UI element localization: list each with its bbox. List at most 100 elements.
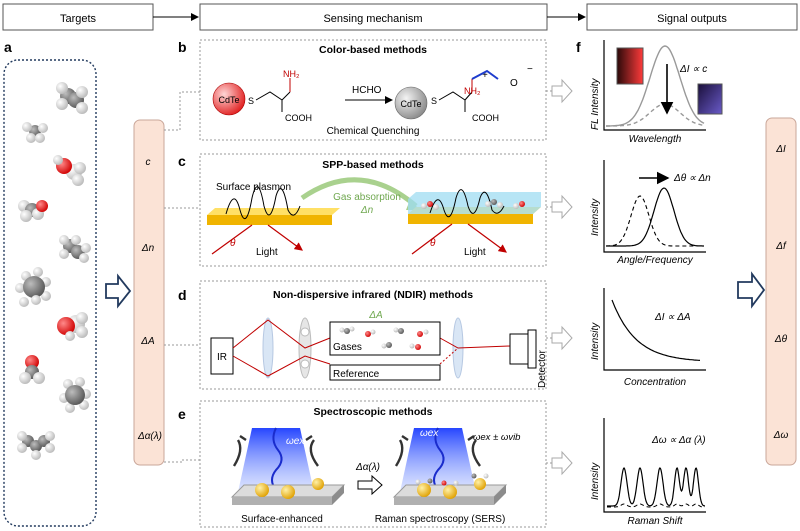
panel-b-box [199,39,547,141]
panel-to-graph-arrows [551,78,573,476]
header-targets: Targets [60,13,97,25]
cdte-quantum-dot-grey [394,86,428,120]
variable-delta-a: ΔA [140,336,155,347]
graph-axes [603,40,706,513]
output-delta-f: Δf [775,241,787,252]
fl-photo-bright [616,47,644,85]
bond-left [255,91,283,112]
spp-annotation: Δθ ∝ Δn [673,173,711,184]
raman-spectrum-enhanced [607,467,705,507]
light-label-left: Light [256,247,278,258]
target-molecules [15,82,91,460]
molecule-methane [22,122,48,143]
laser-wave-right [433,427,445,491]
gas-delta-n: Δn [360,205,374,216]
fl-xlabel: Wavelength [629,134,682,145]
substrate-left-side [332,485,344,505]
reflected-light-right [467,223,507,253]
sers-caption-left: Surface-enhanced [241,514,323,525]
gold-film-right [408,214,533,224]
panel-c-title: SPP-based methods [322,159,424,171]
molecule-benzene [15,267,51,307]
header-outputs-box [586,3,798,31]
gas-cell-molecules [339,326,429,350]
laser-beam-right [400,428,476,492]
oxygen-label: O [510,78,518,89]
spp-curve-after [606,187,704,247]
detector-box [509,333,529,365]
spp-xlabel: Angle/Frequency [616,255,694,266]
ndir-decay-curve [611,299,701,361]
panel-connectors-left [164,91,200,463]
reflected-light-left [267,224,303,251]
substrate-right-side [494,485,506,505]
omega-ex-vib-label: ωex ± ωvib [473,432,520,443]
formaldehyde-bond [471,69,499,80]
arrow-delta-alpha [357,474,383,496]
light-label-right: Light [464,247,486,258]
cdte-quantum-dot-red [212,82,246,116]
fl-annotation: ΔI ∝ c [679,64,707,75]
header-targets-box [2,3,154,31]
arrow-graphs-to-outputs [737,271,766,309]
molecule-toluene [59,377,91,413]
output-variables-box [765,117,797,466]
panel-d-title: Non-dispersive infrared (NDIR) methods [273,289,473,301]
panel-b-title: Color-based methods [319,44,427,56]
fl-ylabel: FL Intensity [590,77,601,130]
qd-label-left: CdTe [218,95,239,105]
cooh-left: COOH [285,113,312,123]
incident-light-left [211,224,253,255]
omega-ex-label-right: ωex [420,428,439,439]
raman-xlabel: Raman Shift [627,516,683,527]
laser-beam-left [238,428,314,492]
incident-light-right [411,223,453,255]
fl-curve-before [606,45,705,127]
adsorbed-molecules [421,199,525,210]
ndir-xlabel: Concentration [624,377,687,388]
plasmon-wave-left [225,186,301,220]
sulfur-right: S [431,96,437,106]
variable-delta-n: Δn [141,243,155,254]
molecule-methanol-1 [53,155,86,186]
header-sensing-box [199,3,548,31]
substrate-right-front [394,497,494,505]
output-delta-omega: Δω [773,430,789,441]
spp-ylabel: Intensity [590,198,601,236]
theta-right: θ [430,238,436,249]
omega-ex-label: ωex [286,436,305,447]
raman-spectrum-baseline [607,503,705,508]
raman-annotation: Δω ∝ Δα (λ) [651,435,706,446]
delta-a-label: ΔA [368,310,383,321]
qd-label-right: CdTe [400,99,421,109]
molecule-ethane [59,235,91,263]
minus-charge: − [527,64,533,75]
molecule-methanol-2 [18,200,48,222]
fl-curve-after [606,103,705,127]
plus-charge: + [482,70,488,81]
panel-e-title: Spectroscopic methods [313,406,432,418]
target-variables-box [133,119,165,466]
bond-right-2 [464,91,473,101]
panel-letter-b: b [178,39,187,55]
ndir-ylabel: Intensity [590,322,601,360]
sulfur-left: S [248,96,254,106]
graph-connectors [546,90,552,464]
gas-layer [408,192,541,214]
ndir-annotation: ΔI ∝ ΔA [654,312,691,323]
gold-film-left [207,215,332,225]
gas-absorption-arrow [300,177,418,208]
arrow-targets-to-variables [105,273,132,309]
reference-cell [329,364,441,381]
nanoparticles-with-molecules [415,473,489,499]
panel-letter-f: f [576,39,581,55]
reference-label: Reference [333,369,380,380]
bond-left-2 [281,91,291,101]
substrate-left-front [232,497,332,505]
scatter-wave-left-2 [305,435,319,467]
gold-nanoparticle [281,485,295,499]
laser-wave-left [271,427,283,491]
gas-absorption-label: Gas absorption [333,192,401,203]
header-outputs: Signal outputs [657,13,727,25]
